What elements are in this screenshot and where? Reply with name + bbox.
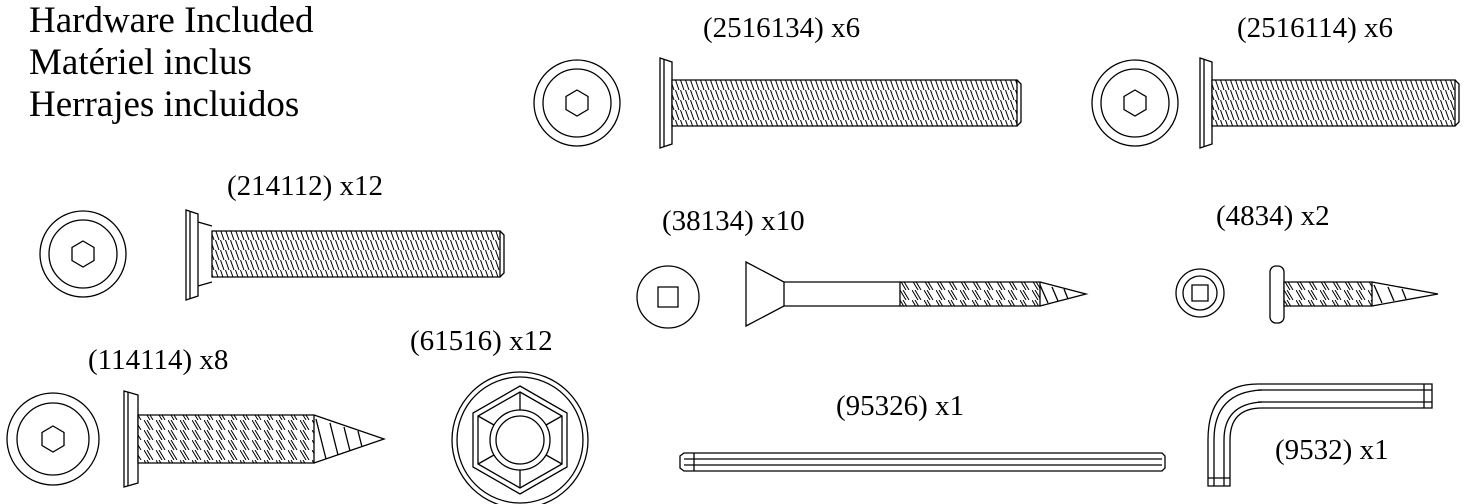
bolt-2516134-end-view [534, 60, 620, 146]
nut-61516-drawing [452, 372, 588, 504]
label-61516: (61516) x12 [410, 325, 553, 357]
key-95326-drawing [680, 453, 1165, 471]
title-english: Hardware Included [29, 0, 314, 41]
screw-38134-end-view [637, 266, 699, 328]
bolt-214112-side-view [186, 210, 504, 300]
label-214112: (214112) x12 [227, 170, 383, 202]
key-9532-drawing [1208, 384, 1432, 486]
bolt-214112-end-view [40, 211, 126, 297]
label-2516114: (2516114) x6 [1237, 12, 1393, 44]
screw-114114-side-view [124, 391, 384, 487]
screw-114114-end-view [7, 393, 99, 485]
label-9532: (9532) x1 [1275, 434, 1389, 466]
bolt-2516114-end-view [1092, 60, 1178, 146]
bolt-2516134-side-view [660, 58, 1021, 148]
label-2516134: (2516134) x6 [703, 12, 861, 44]
label-38134: (38134) x10 [662, 205, 805, 237]
label-114114: (114114) x8 [88, 344, 229, 376]
title-spanish: Herrajes incluidos [29, 84, 300, 125]
label-4834: (4834) x2 [1216, 200, 1330, 232]
title-french: Matériel inclus [29, 42, 252, 83]
hardware-title: Hardware Included Matériel inclus Herraj… [29, 0, 314, 126]
label-95326: (95326) x1 [836, 390, 965, 422]
bolt-2516114-side-view [1200, 58, 1459, 148]
screw-38134-side-view [746, 262, 1086, 326]
screw-4834-side-view [1270, 266, 1438, 323]
screw-4834-end-view [1176, 269, 1224, 317]
